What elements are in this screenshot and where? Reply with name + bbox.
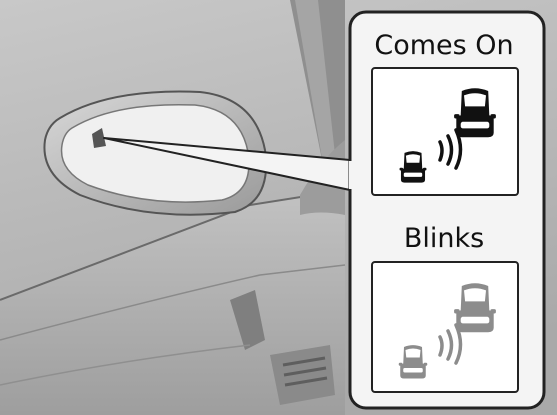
panel-comes-on (371, 67, 519, 196)
speaker-grille (282, 356, 328, 387)
door-handle (230, 290, 265, 350)
comes-on-label: Comes On (374, 30, 514, 61)
blinks-icon (398, 283, 496, 379)
comes-on-icon (399, 88, 496, 183)
door-panel (0, 190, 345, 415)
mirror-glass (60, 103, 250, 203)
blinks-label: Blinks (403, 223, 485, 254)
blind-spot-indicator-icon (92, 128, 106, 148)
signal-waves-icon (438, 128, 463, 170)
panel-blinks (371, 261, 519, 393)
signal-waves-icon (438, 323, 463, 365)
